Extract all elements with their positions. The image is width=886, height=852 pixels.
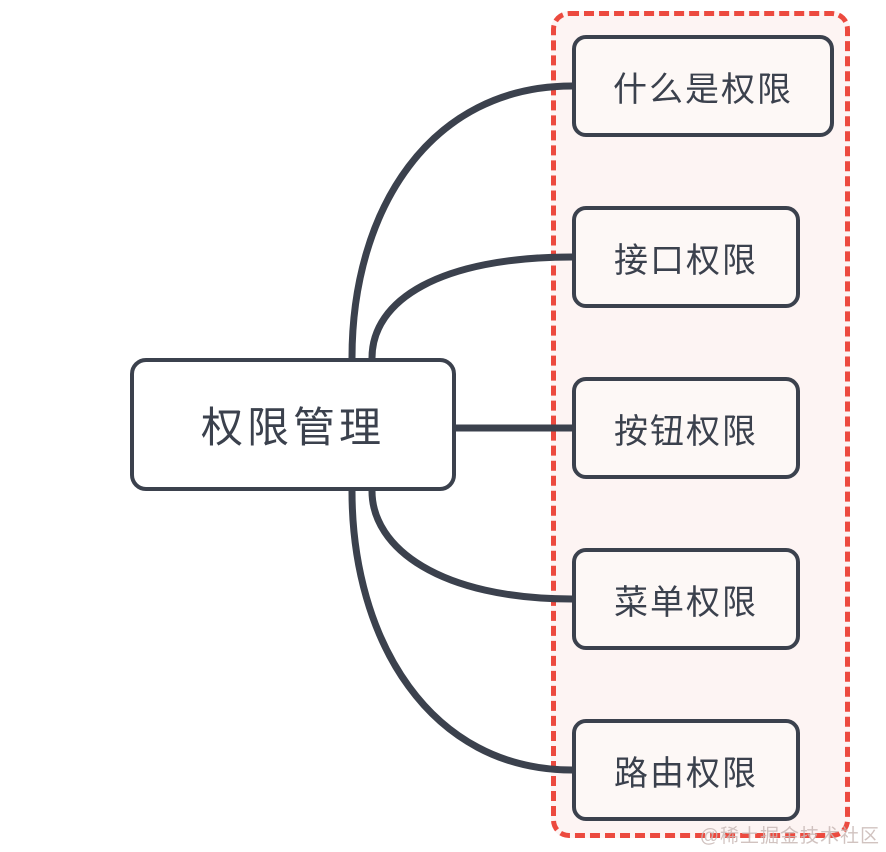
connector-to-child-4 xyxy=(348,487,576,774)
connector-to-child-0 xyxy=(348,82,576,362)
child-node-what-is-permission[interactable]: 什么是权限 xyxy=(572,35,834,137)
root-node-label: 权限管理 xyxy=(200,404,385,451)
child-node-button-permission[interactable]: 按钮权限 xyxy=(572,377,800,479)
connector-to-child-1 xyxy=(368,253,576,362)
child-node-label: 接口权限 xyxy=(614,241,758,280)
child-node-label: 按钮权限 xyxy=(614,412,758,451)
connector-to-child-3 xyxy=(368,487,576,603)
child-node-label: 路由权限 xyxy=(614,754,758,793)
root-node[interactable]: 权限管理 xyxy=(130,358,456,491)
child-node-route-permission[interactable]: 路由权限 xyxy=(572,719,800,821)
child-node-label: 什么是权限 xyxy=(613,70,793,109)
watermark: @稀土掘金技术社区 xyxy=(699,826,880,847)
child-node-label: 菜单权限 xyxy=(614,583,758,622)
child-node-api-permission[interactable]: 接口权限 xyxy=(572,206,800,308)
child-node-menu-permission[interactable]: 菜单权限 xyxy=(572,548,800,650)
